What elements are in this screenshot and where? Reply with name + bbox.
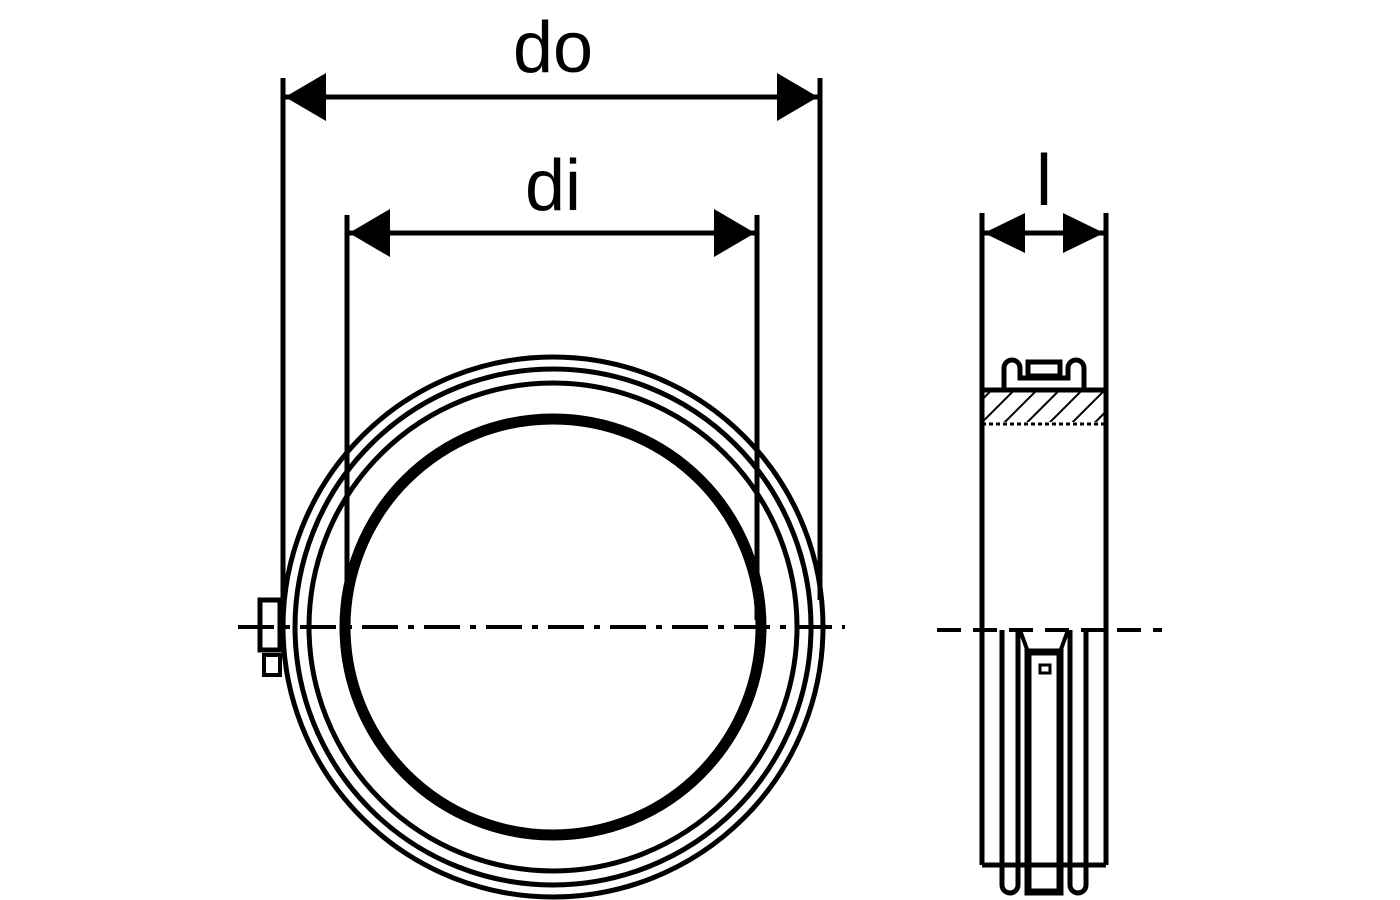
arrow-icon (714, 209, 755, 257)
screw-nut (262, 653, 282, 677)
di-label: di (525, 146, 581, 226)
side-view (937, 213, 1162, 896)
arrow-icon (777, 73, 818, 121)
do-label: do (513, 8, 593, 88)
hatched-section (984, 392, 1104, 422)
arrowheads (285, 73, 1104, 257)
arrow-icon (349, 209, 390, 257)
screw-head (257, 597, 283, 653)
front-view (238, 78, 845, 900)
arrow-icon (285, 73, 326, 121)
l-label: l (1036, 141, 1052, 221)
